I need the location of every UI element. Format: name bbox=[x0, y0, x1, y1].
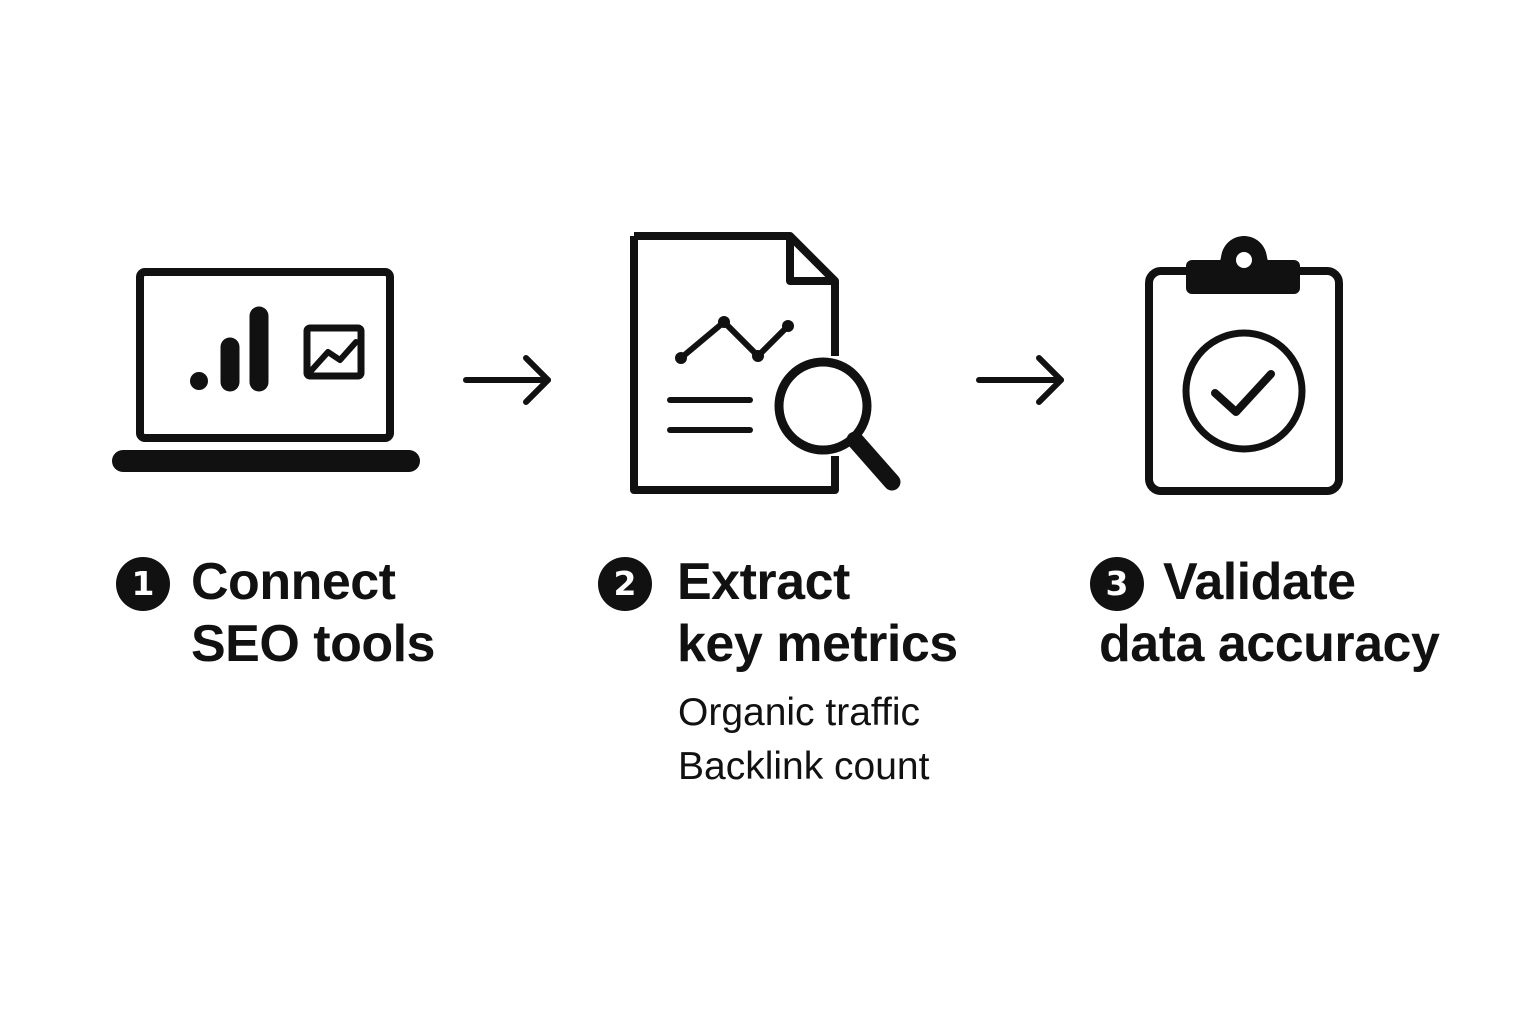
arrow-right-icon bbox=[975, 350, 1070, 410]
step-2-title-line1: Extract bbox=[677, 553, 850, 611]
step-3-title-line2: data accuracy bbox=[1099, 615, 1440, 673]
laptop-analytics-icon bbox=[100, 260, 430, 480]
detail-item: Organic traffic bbox=[678, 691, 921, 734]
step-2-number-badge: 2 bbox=[598, 557, 652, 611]
step-1-number-badge: 1 bbox=[116, 557, 170, 611]
step-2-details-list: Organic traffic Backlink count bbox=[678, 686, 929, 794]
step-1-title-line1: Connect bbox=[191, 553, 396, 611]
step-1-title-line2: SEO tools bbox=[191, 615, 435, 673]
arrow-right-icon bbox=[462, 350, 557, 410]
document-search-icon bbox=[620, 228, 920, 508]
step-3-title-line1: Validate bbox=[1163, 553, 1356, 611]
step-2-title-line2: key metrics bbox=[677, 615, 958, 673]
clipboard-check-icon bbox=[1140, 232, 1350, 502]
detail-item: Backlink count bbox=[678, 745, 930, 788]
step-3-number-badge: 3 bbox=[1090, 557, 1144, 611]
